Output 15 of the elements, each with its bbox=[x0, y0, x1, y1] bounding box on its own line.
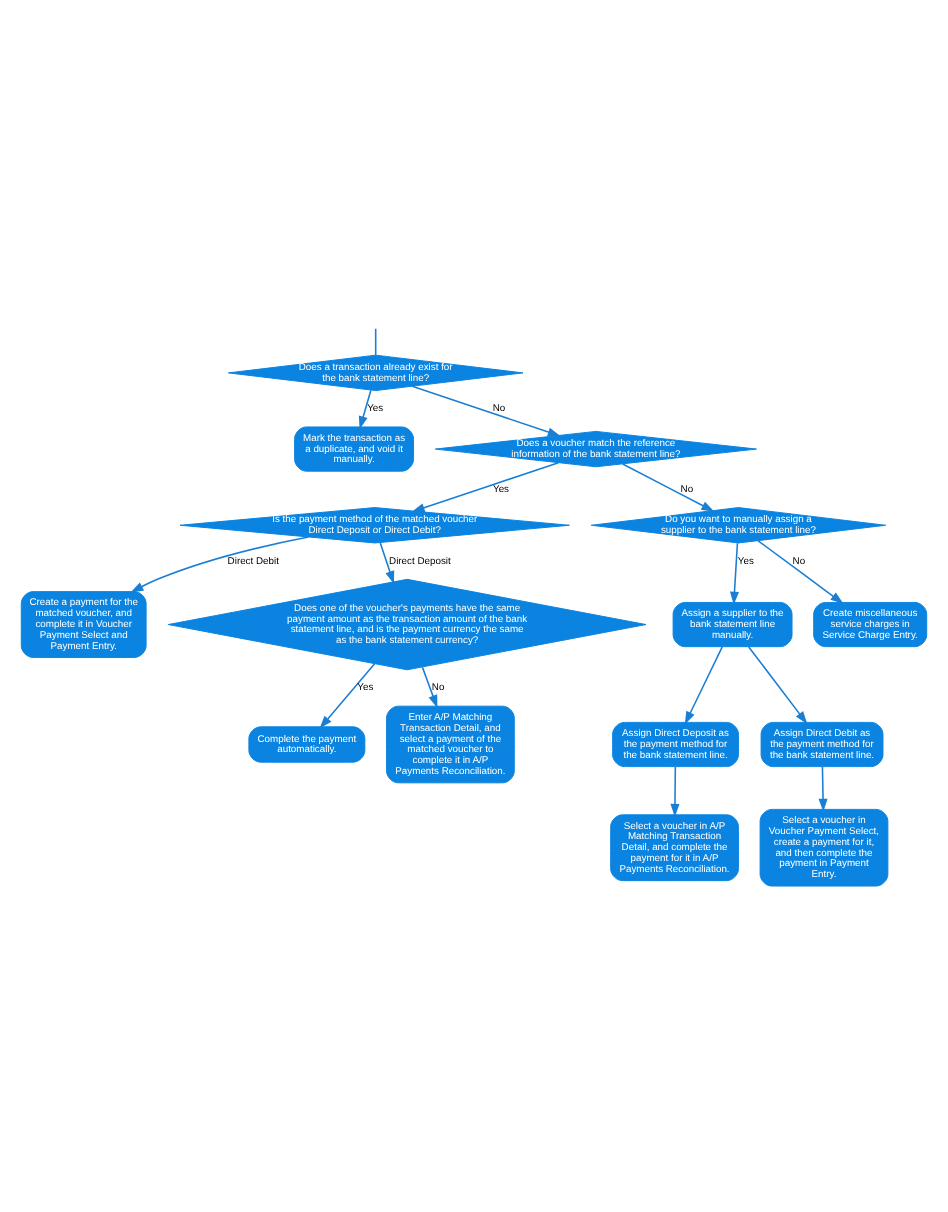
arrow bbox=[130, 535, 310, 592]
arrow bbox=[358, 388, 372, 429]
arrow bbox=[621, 462, 715, 511]
arrow bbox=[411, 384, 561, 436]
connector bbox=[374, 327, 377, 355]
arrow bbox=[421, 665, 438, 708]
arrow bbox=[670, 765, 680, 816]
arrow bbox=[319, 662, 376, 728]
arrow bbox=[684, 645, 724, 724]
arrow bbox=[379, 540, 395, 584]
arrow bbox=[411, 460, 560, 512]
arrow bbox=[729, 541, 740, 604]
arrow bbox=[757, 539, 844, 603]
arrow bbox=[818, 765, 828, 811]
arrow bbox=[747, 645, 808, 724]
